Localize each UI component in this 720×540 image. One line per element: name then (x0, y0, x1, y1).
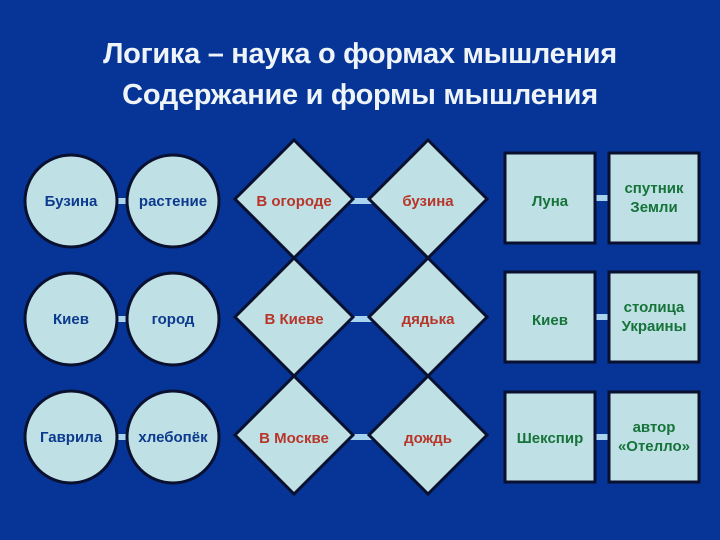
circle-shape (23, 153, 119, 249)
diamond-label: дождь (404, 429, 452, 447)
circle-label: город (151, 310, 195, 328)
square-label: Киев (532, 311, 568, 329)
title-line-2: Содержание и формы мышления (122, 79, 598, 111)
circle-shape (125, 153, 221, 249)
circle-label: Киев (53, 310, 89, 328)
diamond-shape (232, 373, 356, 497)
diamond-label: В огороде (256, 192, 332, 210)
diamond-label: дядька (401, 310, 455, 328)
slide-title: Логика – наука о формах мышления Содержа… (0, 34, 720, 116)
square-shape (503, 151, 597, 245)
square-label: Луна (531, 192, 569, 210)
circle-shape (23, 389, 119, 485)
diamond-label: В Киеве (264, 310, 324, 328)
circle-label: Бузина (44, 192, 98, 210)
square-shape (503, 270, 597, 364)
square-shape (607, 270, 701, 364)
circle-shape (125, 271, 221, 367)
title-line-1: Логика – наука о формах мышления (103, 38, 617, 70)
square-shape (607, 151, 701, 245)
diamond-shape (366, 373, 490, 497)
square-label: Шекспир (516, 429, 584, 447)
square-label: спутник Земли (624, 180, 684, 216)
circle-shape (125, 389, 221, 485)
square-label: столица Украины (621, 299, 687, 335)
connectors (118, 195, 609, 440)
diamond-label: В Москве (259, 429, 329, 447)
diamond-label: бузина (402, 192, 454, 210)
square-shape (607, 390, 701, 484)
circle-shape (23, 271, 119, 367)
circle-label: растение (138, 192, 208, 210)
square-shape (503, 390, 597, 484)
square-label: автор «Отелло» (617, 419, 691, 455)
circle-label: хлебопёк (138, 428, 208, 446)
circle-label: Гаврила (39, 428, 103, 446)
